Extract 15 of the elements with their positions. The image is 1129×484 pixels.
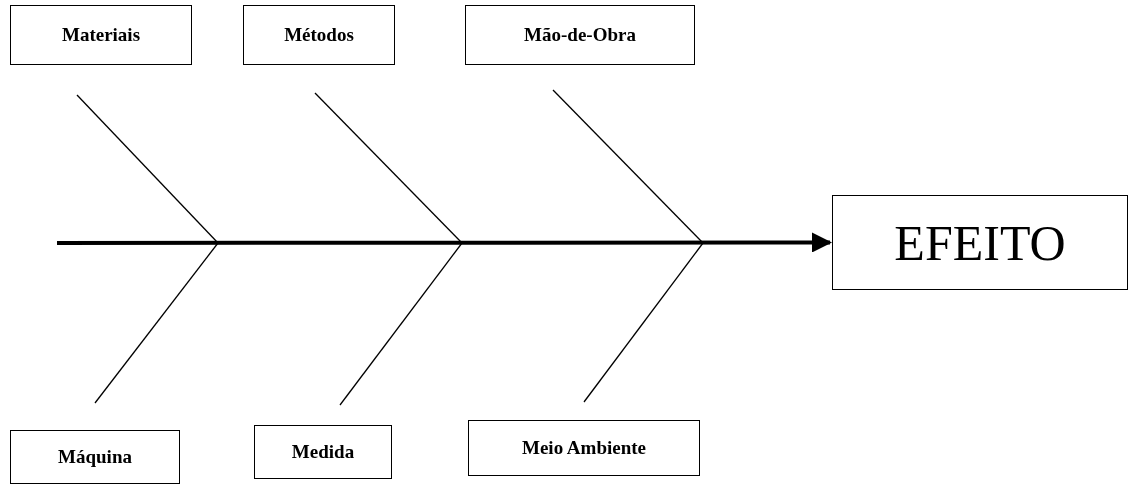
- category-box: [10, 430, 180, 484]
- category-box: [465, 5, 695, 65]
- category-box: [243, 5, 395, 65]
- category-label: Materiais: [61, 24, 141, 46]
- category-label: Meio Ambiente: [522, 437, 646, 459]
- category-box: [254, 425, 392, 479]
- effect-label: EFEITO: [894, 213, 1066, 272]
- effect-box: [832, 195, 1128, 290]
- spine-arrow: [57, 232, 832, 253]
- category-box: [468, 420, 700, 476]
- category-label: Mão-de-Obra: [524, 24, 636, 46]
- category-label: Medida: [291, 441, 355, 463]
- category-label: Máquina: [58, 446, 132, 468]
- category-box: [10, 5, 192, 65]
- category-label: Métodos: [284, 24, 354, 46]
